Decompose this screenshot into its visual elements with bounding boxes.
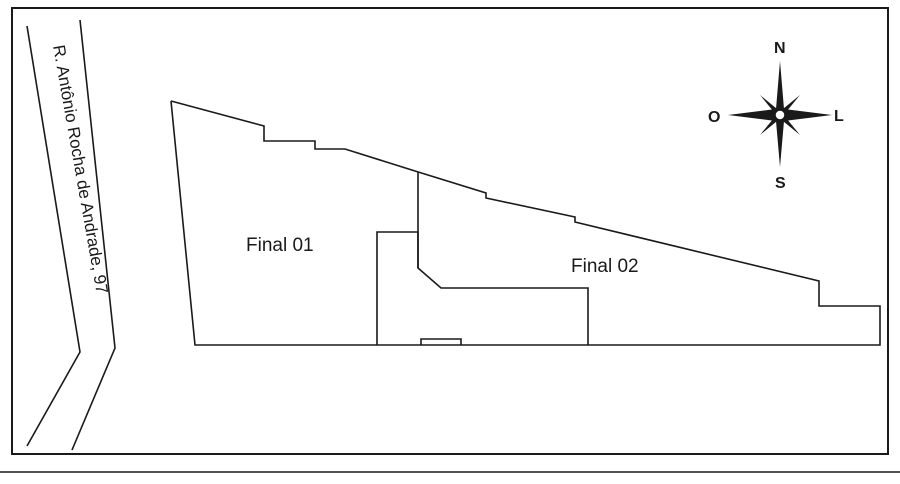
map-frame bbox=[11, 7, 889, 455]
compass-west-label: O bbox=[708, 109, 720, 126]
street-edge-left bbox=[26, 25, 81, 447]
lot-label-final-02: Final 02 bbox=[571, 256, 639, 277]
street: R. Antônio Rocha de Andrade, 97 bbox=[26, 19, 116, 451]
lot-label-final-01: Final 01 bbox=[246, 235, 314, 256]
compass-rose: N S L O bbox=[708, 40, 844, 192]
compass-center-icon bbox=[774, 109, 786, 121]
street-name-label: R. Antônio Rocha de Andrade, 97 bbox=[49, 43, 112, 295]
baseline-notch bbox=[420, 338, 462, 345]
lot-boundary bbox=[170, 100, 881, 346]
central-unit-outline bbox=[376, 231, 589, 345]
compass-north-label: N bbox=[774, 40, 786, 57]
street-edge-right bbox=[71, 19, 116, 451]
compass-south-label: S bbox=[775, 175, 786, 192]
compass-east-label: L bbox=[834, 108, 844, 125]
lot-outline bbox=[170, 100, 881, 346]
